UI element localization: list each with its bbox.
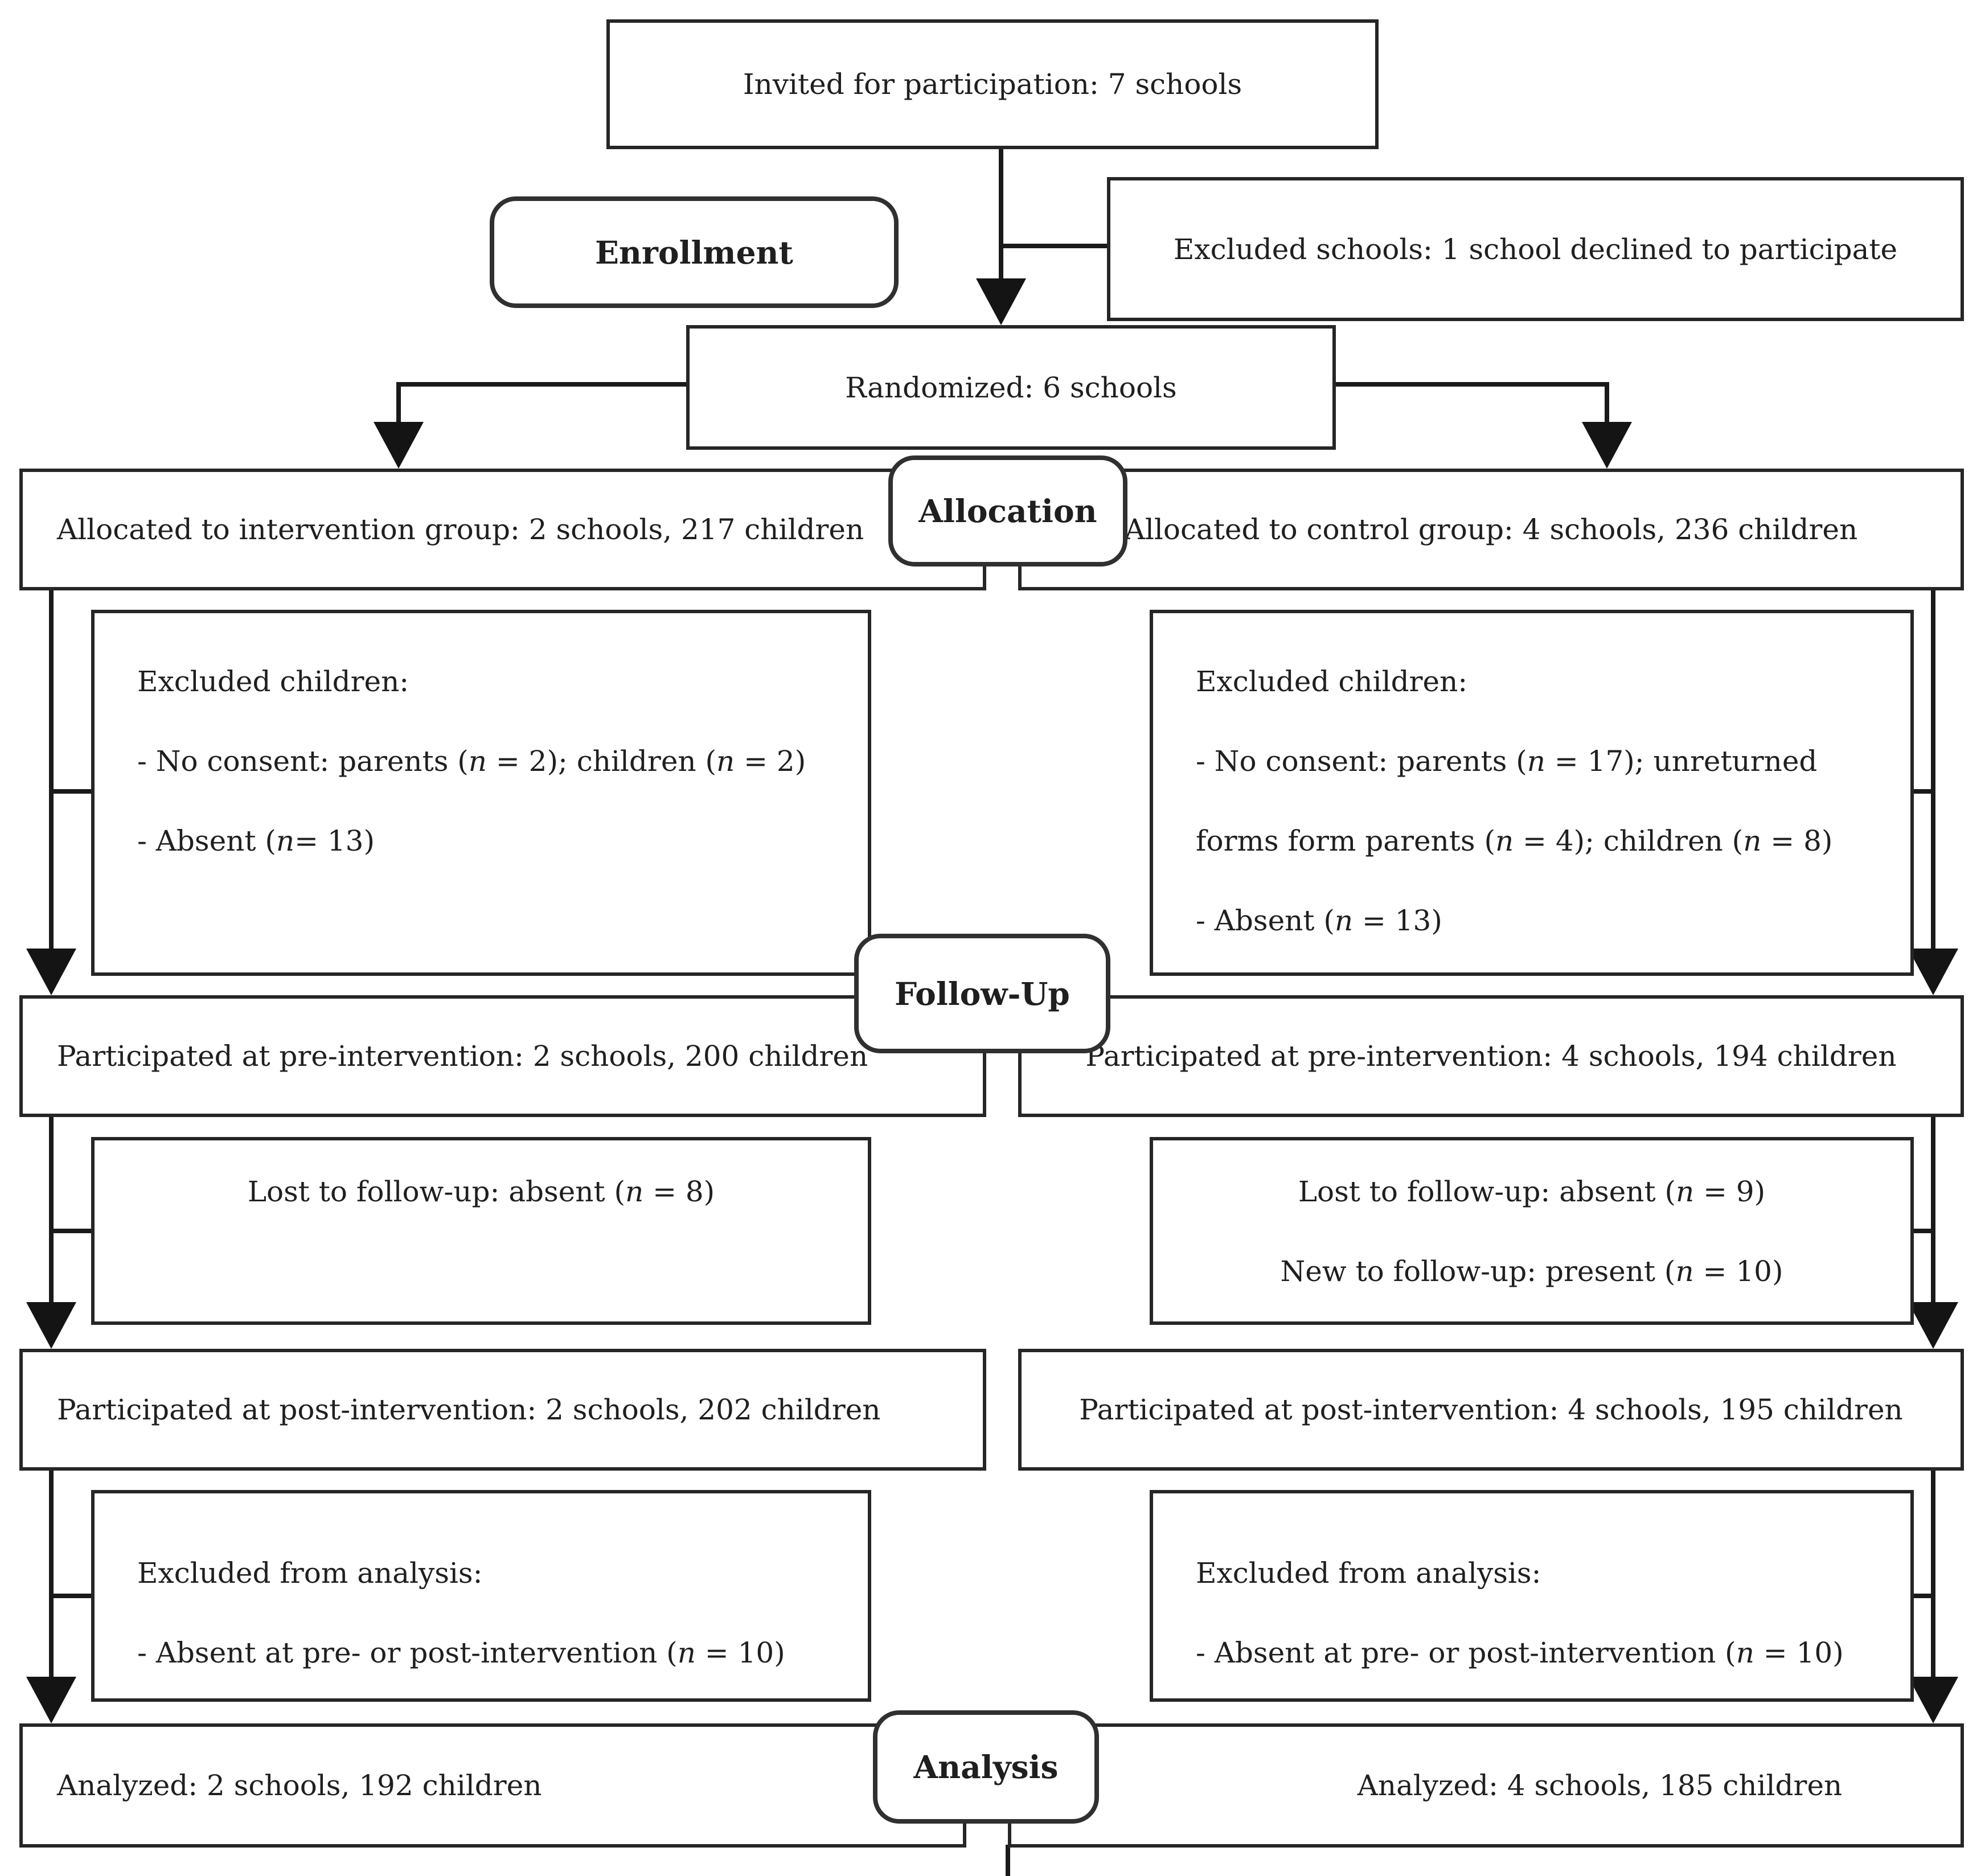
excluded-children-intervention-line: - No consent: parents (n = 2); children … — [137, 745, 806, 778]
excluded-analysis-control-heading: Excluded from analysis: — [1196, 1557, 1541, 1590]
box-analyzed-control-text: Analyzed: 4 schools, 185 children — [1357, 1769, 1843, 1802]
box-analyzed-intervention: Analyzed: 2 schools, 192 children — [19, 1723, 966, 1848]
rail-right-pre-post — [1931, 1117, 1935, 1302]
box-excluded-children-control: Excluded children: - No consent: parents… — [1150, 610, 1914, 976]
rail-left-post-analyzed — [49, 1471, 54, 1677]
arrowhead-randomized — [976, 278, 1026, 325]
box-pre-intervention-left: Participated at pre-intervention: 2 scho… — [19, 995, 986, 1117]
box-allocated-intervention-text: Allocated to intervention group: 2 schoo… — [57, 513, 864, 546]
tick-excluded-analysis-right — [1912, 1594, 1935, 1598]
arrowhead-allocated-control — [1582, 422, 1632, 469]
box-post-intervention-left-text: Participated at post-intervention: 2 sch… — [57, 1393, 881, 1426]
stage-label-allocation: Allocation — [888, 455, 1127, 567]
stage-label-followup: Follow-Up — [854, 934, 1110, 1053]
excluded-analysis-control-line: - Absent at pre- or post-intervention (n… — [1196, 1636, 1844, 1669]
excluded-children-intervention-heading: Excluded children: — [137, 665, 409, 698]
connector-excluded-schools — [1001, 244, 1107, 248]
connector-bottom-stub — [1006, 1845, 1010, 1876]
box-excluded-children-intervention: Excluded children: - No consent: parents… — [91, 610, 871, 976]
tick-lost-followup-left — [51, 1229, 93, 1233]
box-pre-intervention-right: Participated at pre-intervention: 4 scho… — [1018, 995, 1964, 1117]
arrowhead-post-right — [1908, 1302, 1958, 1349]
connector-invited-randomized — [999, 149, 1003, 286]
lost-followup-control-line: New to follow-up: present (n = 10) — [1280, 1255, 1783, 1288]
box-lost-followup-intervention: Lost to follow-up: absent (n = 8) — [91, 1137, 871, 1325]
box-allocated-intervention: Allocated to intervention group: 2 schoo… — [19, 469, 986, 590]
stage-label-enrollment-text: Enrollment — [595, 233, 793, 271]
lost-followup-control-line: Lost to follow-up: absent (n = 9) — [1298, 1175, 1766, 1208]
box-randomized: Randomized: 6 schools — [686, 325, 1336, 450]
box-allocated-control-text: Allocated to control group: 4 schools, 2… — [1124, 513, 1858, 546]
box-invited-text: Invited for participation: 7 schools — [743, 68, 1242, 101]
arrowhead-analyzed-right — [1908, 1677, 1958, 1723]
box-allocated-control: Allocated to control group: 4 schools, 2… — [1018, 469, 1964, 590]
connector-branch-left-drop — [396, 382, 401, 423]
box-invited: Invited for participation: 7 schools — [606, 19, 1379, 149]
box-post-intervention-left: Participated at post-intervention: 2 sch… — [19, 1349, 986, 1471]
box-excluded-analysis-intervention: Excluded from analysis: - Absent at pre-… — [91, 1490, 871, 1702]
connector-branch-left — [399, 382, 686, 387]
tick-excluded-analysis-left — [51, 1594, 93, 1598]
arrowhead-pre-right — [1908, 949, 1958, 995]
excluded-children-control-line: - No consent: parents (n = 17); unreturn… — [1196, 745, 1818, 778]
arrowhead-analyzed-left — [26, 1677, 76, 1723]
box-pre-intervention-right-text: Participated at pre-intervention: 4 scho… — [1085, 1040, 1897, 1073]
box-post-intervention-right-text: Participated at post-intervention: 4 sch… — [1079, 1393, 1903, 1426]
excluded-children-control-heading: Excluded children: — [1196, 665, 1468, 698]
box-excluded-analysis-control: Excluded from analysis: - Absent at pre-… — [1150, 1490, 1914, 1702]
box-excluded-schools-text: Excluded schools: 1 school declined to p… — [1173, 232, 1898, 266]
tick-excluded-children-left — [51, 789, 93, 794]
box-pre-intervention-left-text: Participated at pre-intervention: 2 scho… — [57, 1040, 868, 1073]
tick-excluded-children-right — [1912, 789, 1935, 794]
excluded-children-intervention-line: - Absent (n= 13) — [137, 824, 375, 857]
box-analyzed-intervention-text: Analyzed: 2 schools, 192 children — [57, 1769, 542, 1802]
tick-lost-followup-right — [1912, 1229, 1935, 1233]
connector-branch-right — [1336, 382, 1607, 387]
rail-left-pre-post — [49, 1117, 54, 1302]
stage-label-analysis-text: Analysis — [913, 1748, 1059, 1785]
stage-label-allocation-text: Allocation — [918, 492, 1097, 529]
stage-label-followup-text: Follow-Up — [895, 975, 1070, 1012]
arrowhead-post-left — [26, 1302, 76, 1349]
lost-followup-intervention-line: Lost to follow-up: absent (n = 8) — [247, 1175, 715, 1208]
connector-branch-right-drop — [1605, 382, 1609, 423]
rail-left-allocation-pre — [49, 590, 54, 950]
stage-label-enrollment: Enrollment — [490, 196, 899, 308]
excluded-analysis-intervention-heading: Excluded from analysis: — [137, 1557, 483, 1590]
excluded-children-control-line: - Absent (n = 13) — [1196, 904, 1442, 937]
arrowhead-pre-left — [26, 949, 76, 995]
box-randomized-text: Randomized: 6 schools — [845, 371, 1177, 404]
box-excluded-schools: Excluded schools: 1 school declined to p… — [1107, 177, 1964, 321]
box-lost-followup-control: Lost to follow-up: absent (n = 9) New to… — [1150, 1137, 1914, 1325]
rail-right-allocation-pre — [1931, 590, 1935, 950]
box-post-intervention-right: Participated at post-intervention: 4 sch… — [1018, 1349, 1964, 1471]
excluded-children-control-line: forms form parents (n = 4); children (n … — [1196, 824, 1833, 857]
box-analyzed-control: Analyzed: 4 schools, 185 children — [1008, 1723, 1964, 1848]
rail-right-post-analyzed — [1931, 1471, 1935, 1677]
excluded-analysis-intervention-line: - Absent at pre- or post-intervention (n… — [137, 1636, 785, 1669]
stage-label-analysis: Analysis — [873, 1710, 1099, 1824]
arrowhead-allocated-intervention — [374, 422, 424, 469]
